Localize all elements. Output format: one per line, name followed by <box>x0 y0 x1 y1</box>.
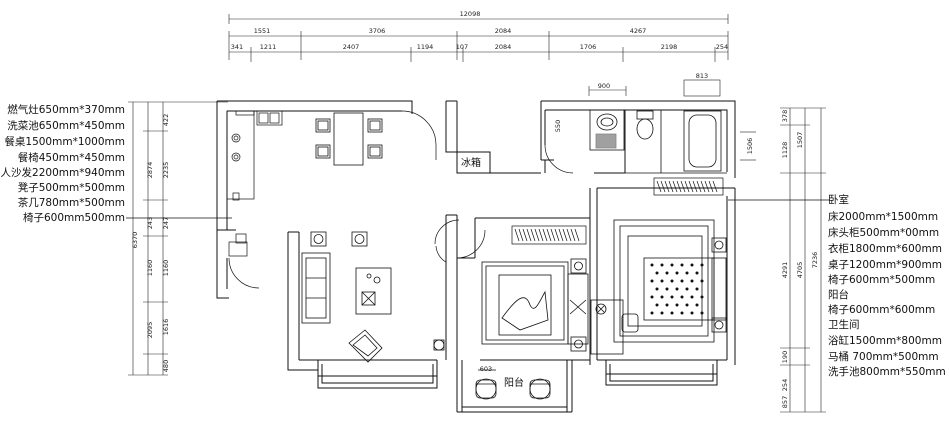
bedroom-1 <box>590 219 727 355</box>
dim-right-378: 378 <box>781 110 789 122</box>
dim-550: 550 <box>554 120 562 132</box>
dim-row2-h: 2198 <box>661 43 678 51</box>
legend-bedroom-chair: 椅子600mm*500mm <box>828 274 936 286</box>
bathroom <box>589 109 727 174</box>
dim-left-2874: 2874 <box>146 162 154 179</box>
dim-row1-d: 4267 <box>630 27 647 35</box>
dim-row2-a: 341 <box>231 43 243 51</box>
wardrobe-icon <box>511 177 724 245</box>
legend-balcony: 阳台 <box>828 289 849 301</box>
desk-chair-icon <box>621 313 639 333</box>
bed-pattern <box>650 263 704 315</box>
dim-row2-e: 107 <box>456 43 468 51</box>
balcony-chair-icon <box>475 378 497 400</box>
dim-left-1160b: 1160 <box>162 260 170 277</box>
left-dimension-chain <box>128 101 228 376</box>
dim-row2-d: 1194 <box>417 43 434 51</box>
dim-row2-f: 2084 <box>495 43 512 51</box>
dim-left-2095: 2095 <box>146 322 154 339</box>
legend-dining-chair: 餐椅450mm*450mm <box>17 152 125 164</box>
fridge-label: 冰箱 <box>461 156 481 169</box>
top-dimension-chain <box>228 14 729 97</box>
sofa-icon <box>301 252 331 324</box>
right-dimension-chain <box>740 107 826 413</box>
legend-nightstand: 床头柜500mm*00mm <box>828 227 940 239</box>
dim-left-422: 422 <box>162 114 170 126</box>
dim-right-4705: 4705 <box>796 262 804 279</box>
legend-coffee-table: 茶几780mm*500mm <box>17 197 125 209</box>
dim-right-4291: 4291 <box>781 262 789 279</box>
dim-bathtub-width: 813 <box>696 72 708 80</box>
dim-right-254: 254 <box>781 379 789 391</box>
dim-row2-g: 1706 <box>580 43 597 51</box>
dim-left-2235: 2235 <box>162 162 170 179</box>
bedroom-2 <box>481 258 589 352</box>
washbasin-icon <box>589 109 625 151</box>
dim-row2-c: 2407 <box>343 43 360 51</box>
legend-desk: 桌子1200mm*900mm <box>828 259 942 271</box>
dining-chair-icon <box>315 118 331 133</box>
legend-bathroom: 卫生间 <box>828 319 860 331</box>
dim-row1-c: 2084 <box>495 27 512 35</box>
dining-table-icon <box>333 112 364 166</box>
exterior-walls <box>216 100 736 413</box>
dim-left-243: 243 <box>146 217 154 229</box>
dim-row2-b: 1211 <box>260 43 277 51</box>
kitchen <box>226 110 283 201</box>
dim-right-1128: 1128 <box>781 142 789 159</box>
dim-right-7236: 7236 <box>811 252 819 269</box>
dim-left-1616: 1616 <box>162 319 170 336</box>
dim-row2-i: 254 <box>716 43 728 51</box>
coffee-table-icon <box>355 267 392 315</box>
legend-sofa: 三人沙发2200mm*940mm <box>0 167 125 179</box>
dim-right-190: 190 <box>781 351 789 363</box>
legend-washbasin: 洗手池800mm*550mm <box>828 366 946 378</box>
bed-icon-master <box>643 257 715 321</box>
legend-wardrobe: 衣柜1800mm*600mm <box>828 243 942 255</box>
sink-icon <box>256 110 283 126</box>
balcony-label: 阳台 <box>504 376 524 389</box>
toilet-icon <box>636 110 654 140</box>
dim-right-1506: 1506 <box>746 138 754 155</box>
legend-balcony-chair: 椅子600mm*600mm <box>828 304 936 316</box>
dim-left-1160a: 1160 <box>146 260 154 277</box>
dim-right-1507: 1507 <box>796 132 804 149</box>
dim-right-857: 857 <box>781 396 789 408</box>
dim-603: 603 <box>480 365 492 373</box>
balcony-bottom <box>475 369 551 400</box>
dim-row1-b: 3706 <box>369 27 386 35</box>
bed-icon <box>481 261 569 345</box>
legend-dining-table: 餐桌1500mm*1000mm <box>4 136 125 148</box>
stool-icon <box>351 231 368 247</box>
legend-toilet: 马桶 700mm*500mm <box>828 351 939 363</box>
dim-left-480: 480 <box>162 360 170 372</box>
nightstand-icon <box>570 258 587 274</box>
bathtub-icon <box>683 110 722 172</box>
dim-left-6370: 6370 <box>131 232 139 249</box>
living-room-furniture <box>301 231 445 363</box>
dining-set <box>315 112 383 166</box>
legend-bedroom: 卧室 <box>828 194 849 206</box>
dim-total: 12098 <box>460 10 481 18</box>
desk-icon <box>590 299 624 355</box>
dim-basin-width: 900 <box>598 82 610 90</box>
legend-sink: 洗菜池650mm*450mm <box>7 120 125 132</box>
dim-left-247: 247 <box>162 217 170 229</box>
gas-stove-icon <box>231 133 241 143</box>
kitchen-stairs <box>228 233 248 257</box>
armchair-icon <box>348 329 383 363</box>
dim-row1-a: 1551 <box>254 27 271 35</box>
legend-bathtub: 浴缸1500mm*800mm <box>828 335 942 347</box>
legend-bed: 床2000mm*1500mm <box>828 211 939 223</box>
legend-stool: 凳子500mm*500mm <box>17 182 125 194</box>
legend-chair: 椅子600mm500mm <box>23 212 125 224</box>
legend-gas-stove: 燃气灶650mm*370mm <box>7 104 125 116</box>
door-swings <box>228 110 574 289</box>
